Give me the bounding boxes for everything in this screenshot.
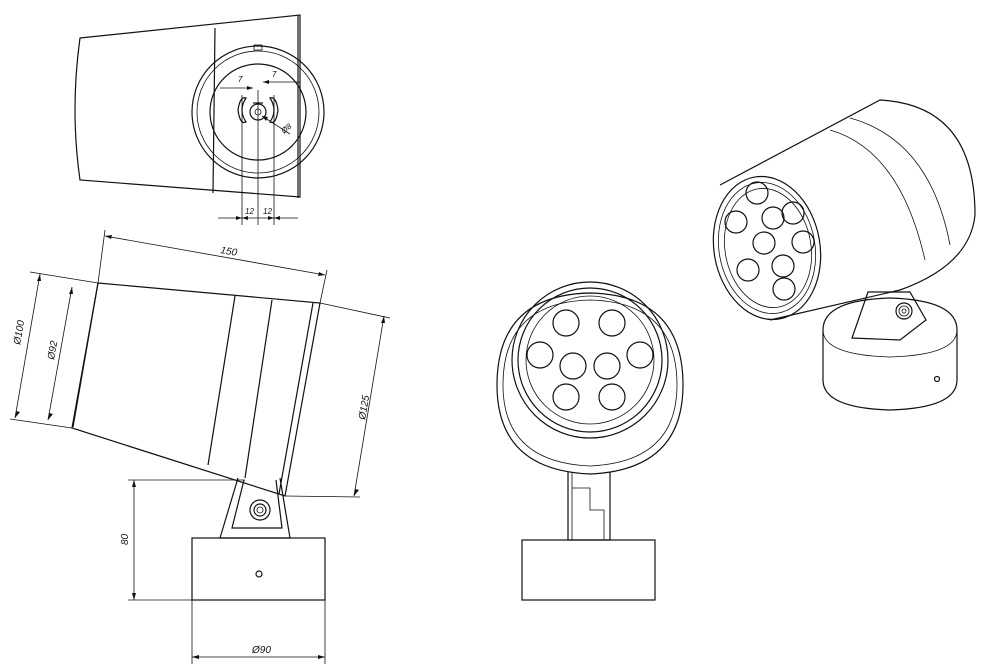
side-view: 150 Ø100 Ø92 Ø125 80 Ø90 <box>9 229 391 664</box>
slot-left-label: 7 <box>238 75 243 84</box>
rear-view: 12 12 7 7 Ø8 <box>74 14 325 225</box>
slot-right-label: 7 <box>272 70 277 79</box>
base-dia-label: Ø90 <box>251 645 271 656</box>
dia-front-label: Ø125 <box>357 394 372 421</box>
height-label: 80 <box>120 533 131 545</box>
spacing-left-label: 12 <box>245 207 254 216</box>
isometric-view <box>712 99 976 411</box>
front-view <box>496 281 684 601</box>
hole-dia-label: Ø8 <box>279 121 294 136</box>
led-array-front <box>526 309 654 411</box>
dia-outer-label: Ø100 <box>12 319 27 346</box>
length-label: 150 <box>219 245 238 259</box>
dia-inner-label: Ø92 <box>46 340 60 362</box>
led-array-iso <box>724 181 815 301</box>
spacing-right-label: 12 <box>263 207 272 216</box>
